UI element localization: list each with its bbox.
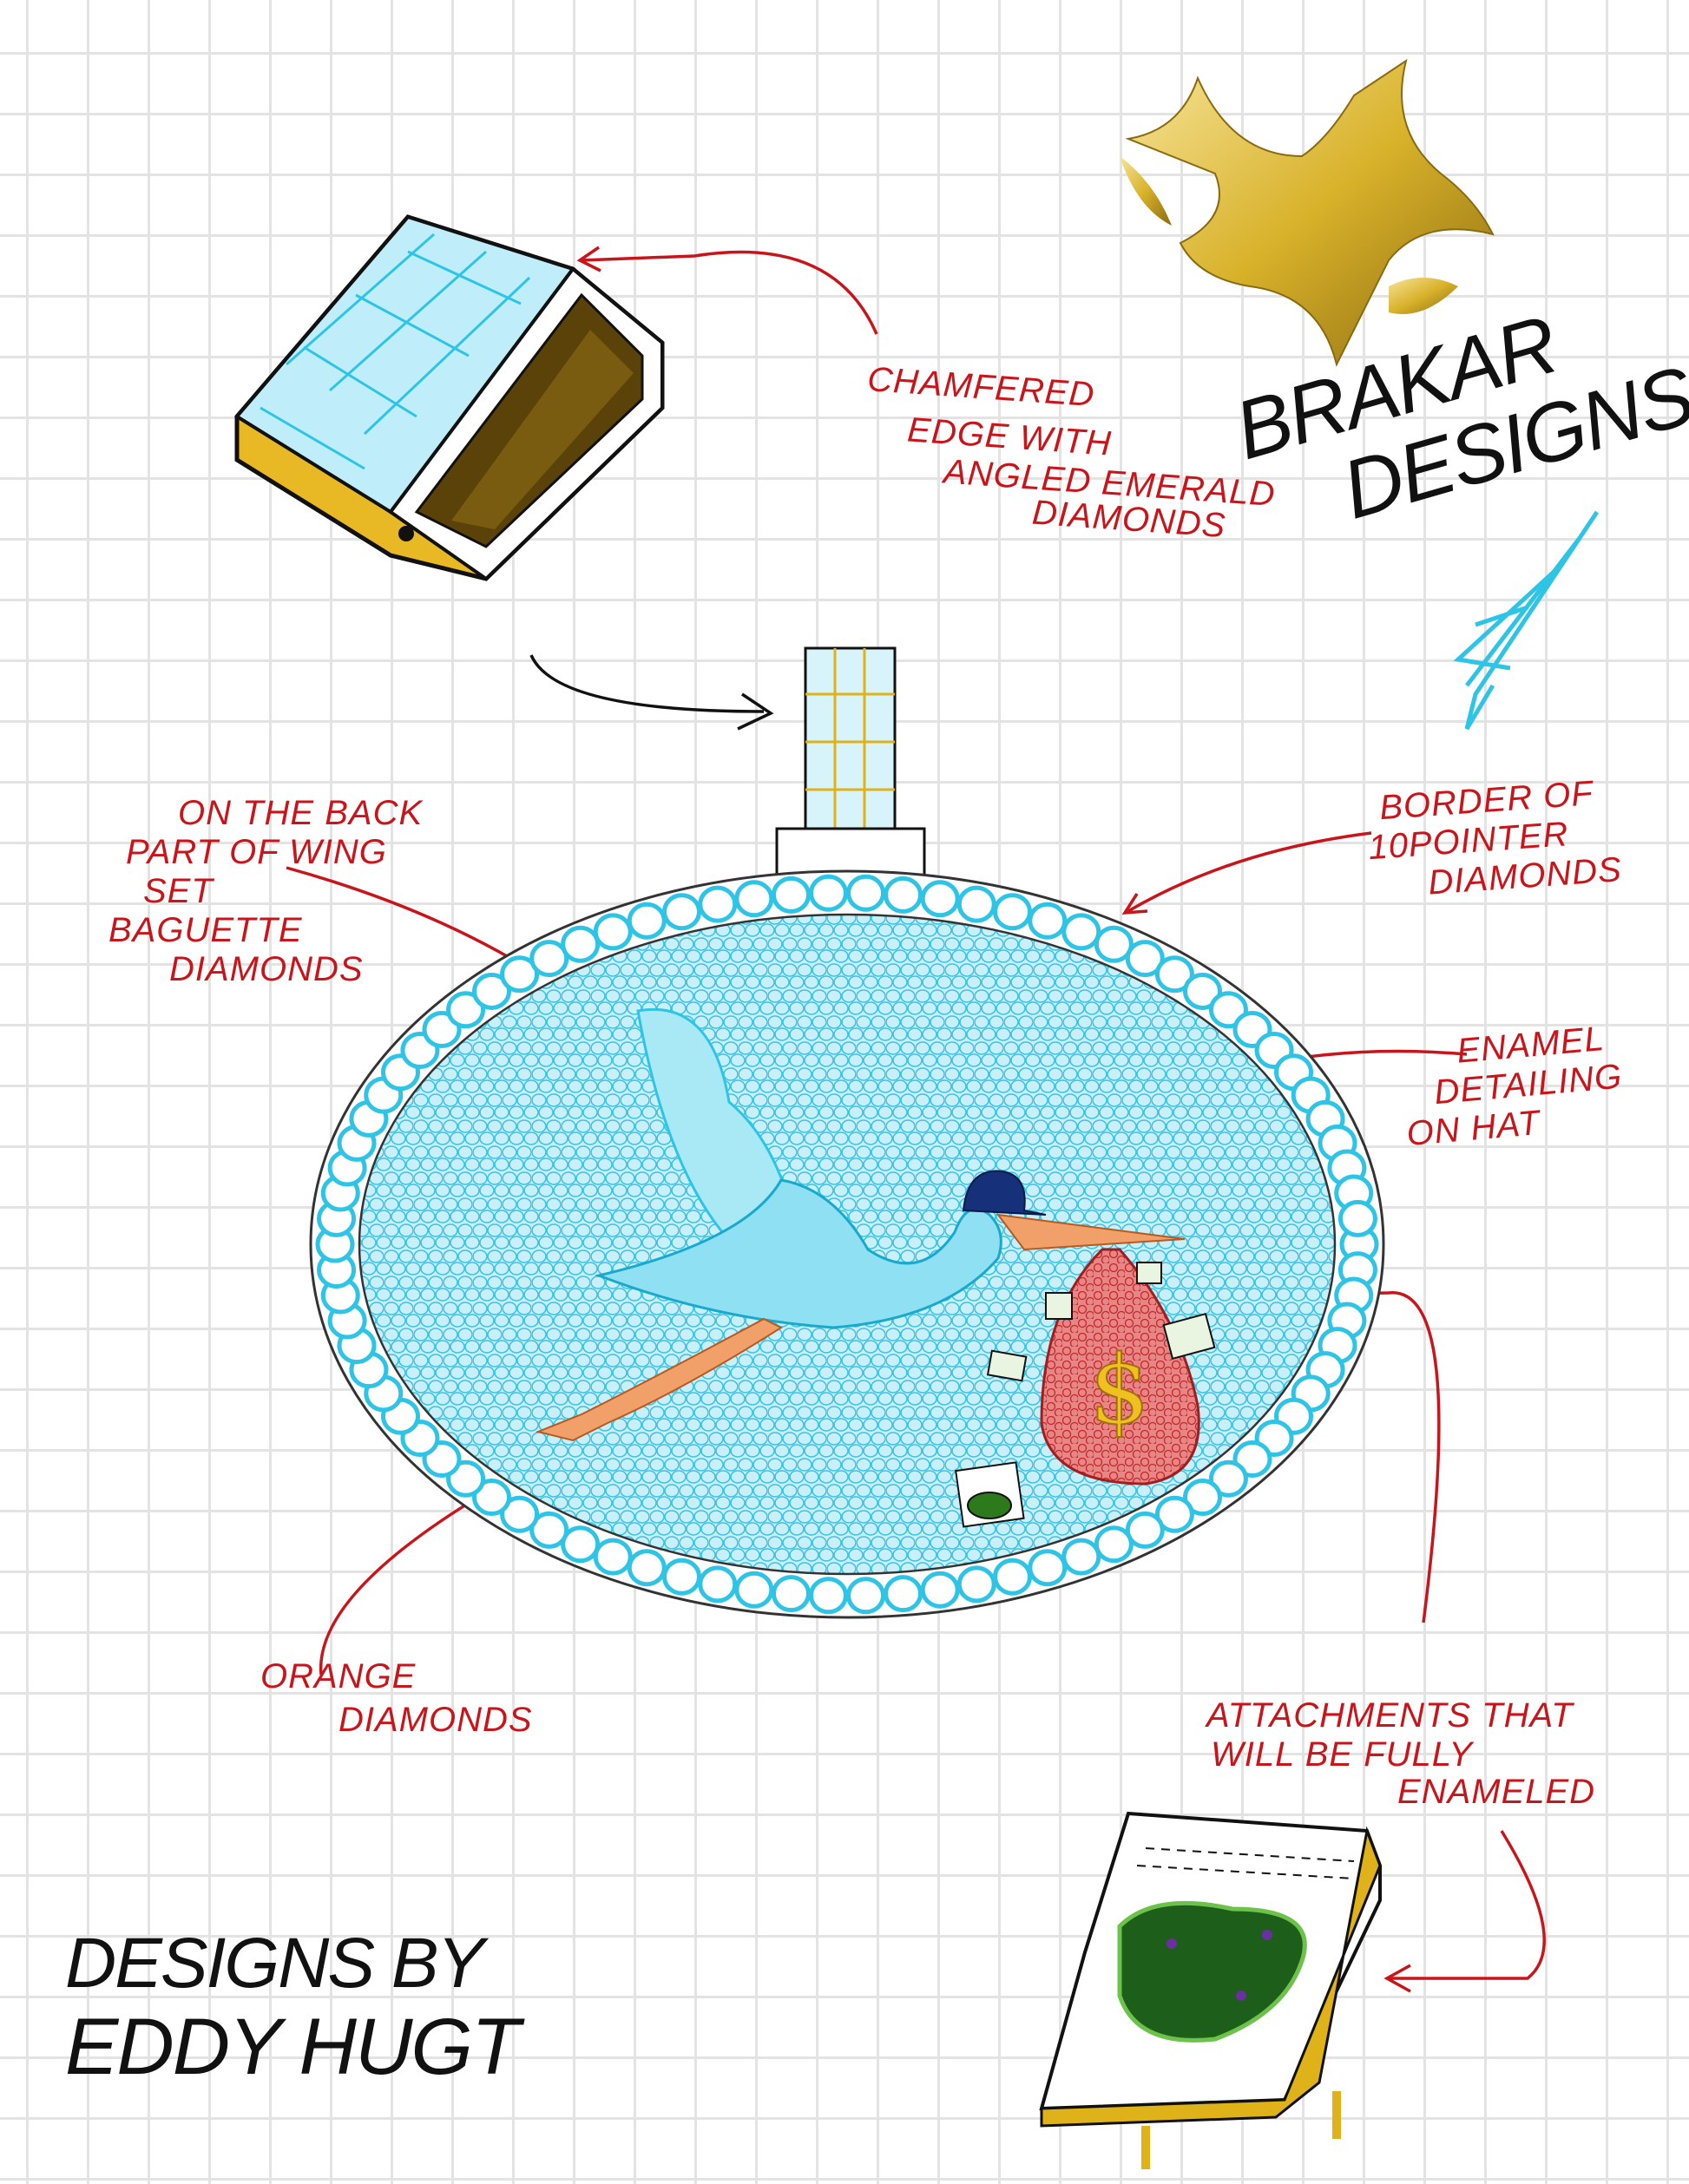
border-diamond [771,1575,811,1613]
border-diamond [561,1525,601,1564]
designer-signature: DESIGNS BY EDDY HUGT [65,1924,527,2091]
ring-sketch [233,214,665,581]
border-diamond [698,1565,738,1604]
border-diamond [1125,940,1165,978]
border-diamond [1061,913,1101,951]
stork-pendant: $ [309,869,1385,1619]
border-diamond [593,913,633,951]
border-diamond [662,1558,702,1596]
border-diamond [734,880,774,918]
signature-line2: EDDY HUGT [65,2003,525,2091]
baggie-attachment [1039,1811,1382,2169]
border-diamond [884,876,923,914]
enamel-hat [962,1170,1047,1216]
border-diamonds [315,874,1379,1615]
border-diamond [956,1565,996,1604]
border-diamond [500,955,540,994]
stork-beak [996,1213,1186,1251]
border-diamond [1183,972,1223,1010]
border-diamond [1094,925,1134,963]
border-diamond [808,1577,848,1615]
orange-note-2: DIAMONDS [338,1701,533,1739]
border-diamond [920,880,960,918]
border-diamond [698,885,738,923]
border-diamond [992,893,1032,931]
border-diamond [1094,1525,1134,1564]
attachments-note-1: ATTACHMENTS THAT [1205,1696,1574,1735]
border-diamond [1154,1495,1194,1533]
border-diamond [992,1558,1032,1596]
border-diamond [471,972,511,1010]
wing-note-3: SET [143,872,214,910]
attachments-note-2: WILL BE FULLY [1211,1735,1475,1774]
border-diamond [1208,1459,1248,1498]
border-diamond [920,1571,960,1609]
border-diamond [1061,1538,1101,1576]
border-diamond [627,902,667,940]
wing-note-4: BAGUETTE [108,911,303,949]
border-diamond [1183,1479,1223,1517]
border-diamond [808,874,848,912]
border-diamond [1125,1511,1165,1549]
border-diamond [846,874,886,912]
border-diamond [1028,902,1068,940]
border-diamond [884,1575,923,1613]
stork-legs [535,1317,784,1442]
border-diamond [529,940,569,978]
border-diamond [956,885,996,923]
border-diamond [1028,1549,1068,1587]
border-diamond [529,1511,569,1549]
attachments-note-3: ENAMELED [1397,1773,1595,1811]
border-diamond [662,893,702,931]
wing-note-1: ON THE BACK [178,794,424,832]
wing-note-5: DIAMONDS [169,950,364,988]
border-diamond [846,1577,886,1615]
hat-note-3: ON HAT [1405,1104,1543,1153]
chamfered-note-1: CHAMFERED [866,360,1096,414]
border-diamond [561,925,601,963]
border-diamond [471,1479,511,1517]
border-diamond [627,1549,667,1587]
pendant-bail [775,646,926,878]
bail-arrow [529,654,774,731]
orange-note-1: ORANGE [260,1657,417,1695]
border-diamond [446,991,486,1029]
signature-line1: DESIGNS BY [65,1924,490,2003]
border-diamond [500,1495,540,1533]
border-diamond [734,1571,774,1609]
border-diamond [593,1538,633,1576]
chamfered-note-2: EDGE WITH [906,410,1113,462]
dollar-sign: $ [1089,1335,1150,1446]
border-diamond [771,876,811,914]
border-diamond [1154,955,1194,994]
cash-attachments [955,1262,1216,1528]
chain-sketch [1453,510,1600,731]
border-diamond [1337,1199,1377,1237]
wing-note-2: PART OF WING [126,833,387,871]
